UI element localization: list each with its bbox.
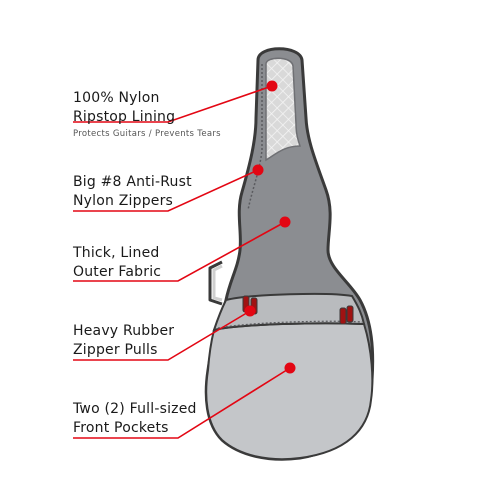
callout-fabric-line-2: Outer Fabric	[73, 264, 162, 280]
leader-line-pockets	[73, 367, 291, 439]
leader-line-fabric	[73, 221, 286, 282]
neck-zipper	[247, 64, 263, 211]
callout-pulls-line-2: Zipper Pulls	[73, 342, 158, 358]
callout-pulls: Heavy Rubber Zipper Pulls	[73, 322, 174, 360]
callout-lining-line-1: 100% Nylon	[73, 90, 160, 106]
callout-dot-lining	[266, 80, 278, 92]
callout-pockets: Two (2) Full-sized Front Pockets	[73, 400, 197, 438]
callout-dot-pulls	[244, 305, 256, 317]
callout-lining-line-2: Ripstop Lining	[73, 109, 176, 125]
callout-pockets-line-1: Two (2) Full-sized	[73, 401, 197, 417]
callout-zippers-line-2: Nylon Zippers	[73, 193, 174, 209]
callout-zippers: Big #8 Anti-Rust Nylon Zippers	[73, 173, 192, 211]
callout-zippers-line-1: Big #8 Anti-Rust	[73, 174, 192, 190]
zipper-pull-right	[339, 305, 354, 325]
callout-fabric-line-1: Thick, Lined	[73, 245, 160, 261]
handle-strap-inner	[212, 264, 223, 302]
callout-lining-subtitle: Protects Guitars / Prevents Tears	[73, 129, 221, 139]
handle-strap	[208, 260, 223, 306]
pocket-zipper-seam	[217, 320, 363, 329]
callout-dot-fabric	[279, 216, 291, 228]
callout-lining: 100% Nylon Ripstop Lining	[73, 89, 175, 127]
callout-dot-pockets	[284, 362, 296, 374]
leader-line-lining	[73, 85, 273, 123]
front-pocket-lower	[205, 322, 374, 461]
leader-line-pulls	[73, 310, 251, 361]
leader-line-zippers	[73, 169, 259, 212]
callout-fabric: Thick, Lined Outer Fabric	[73, 244, 161, 282]
callout-pulls-line-1: Heavy Rubber	[73, 323, 175, 339]
callout-pockets-line-2: Front Pockets	[73, 420, 169, 436]
callout-dot-zippers	[252, 164, 264, 176]
